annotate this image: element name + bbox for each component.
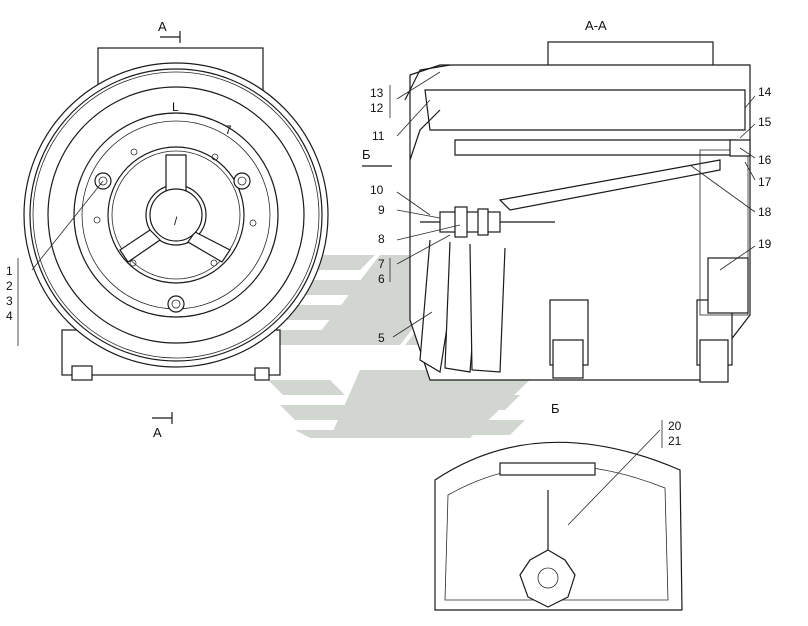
callout-10: 10 [370, 183, 384, 197]
view-b-title: Б [551, 401, 560, 416]
section-bottom-seal [707, 257, 749, 314]
leader-16 [739, 147, 756, 159]
front-flange-outer [73, 112, 279, 318]
leader-17 [744, 161, 756, 181]
callout-15: 15 [758, 115, 772, 129]
section-filter-element [424, 89, 746, 131]
callout-19: 19 [758, 237, 772, 251]
callout-18: 18 [758, 205, 772, 219]
callout-9: 9 [378, 203, 385, 217]
front-hole [129, 259, 137, 267]
leader-5 [392, 311, 433, 338]
view-b-arrow-label: Б [362, 147, 371, 162]
callout-14: 14 [758, 85, 772, 99]
front-bolt-right [233, 172, 251, 190]
front-cover-ring [47, 86, 305, 344]
front-bolt-bottom [167, 295, 185, 313]
callout-7: 7 [378, 257, 385, 271]
front-view [23, 47, 329, 381]
section-mark-a-bottom: А [153, 425, 162, 440]
leader-18 [689, 164, 756, 213]
front-hub-outer [107, 146, 245, 284]
hub-mark: L [172, 100, 179, 114]
front-spoke-right [187, 231, 231, 263]
front-hole [130, 148, 138, 156]
front-spoke-left [119, 229, 161, 263]
front-hole [210, 259, 218, 267]
leader-1-4 [31, 180, 104, 271]
callout-4: 4 [6, 309, 13, 323]
view-b-slot [499, 462, 596, 476]
section-outlet [699, 149, 749, 316]
callout-11: 11 [372, 129, 385, 143]
leader-20-21 [567, 429, 661, 526]
callout-6: 6 [378, 272, 385, 286]
leader-6-7 [396, 234, 451, 265]
section-title: А-А [585, 18, 607, 33]
front-rim-inner-2 [32, 71, 320, 359]
callout-2: 2 [6, 279, 13, 293]
leader-11 [396, 99, 431, 137]
callout-17: 17 [758, 175, 772, 189]
section-inner-tube [454, 139, 736, 156]
leader-15 [739, 123, 756, 139]
callout-1: 1 [6, 264, 13, 278]
hub-mark: 7 [225, 123, 232, 137]
callout-3: 3 [6, 294, 13, 308]
leader-10 [396, 191, 431, 216]
view-b [434, 429, 683, 611]
front-hole [93, 216, 101, 224]
callout-5: 5 [378, 331, 385, 345]
front-foot-left [71, 365, 93, 381]
callout-21: 21 [668, 434, 682, 448]
front-foot-right [254, 367, 270, 381]
callout-20: 20 [668, 419, 682, 433]
leader-12-13 [396, 71, 441, 100]
front-rim-inner-1 [29, 68, 323, 362]
callout-13: 13 [370, 86, 384, 100]
front-center-cap [149, 188, 203, 242]
leader-19 [719, 245, 756, 271]
callout-16: 16 [758, 153, 772, 167]
section-cone [498, 159, 721, 211]
leader-9 [396, 209, 441, 219]
front-hole [211, 153, 219, 161]
front-hole [249, 219, 257, 227]
section-view [392, 41, 756, 383]
callout-12: 12 [370, 101, 384, 115]
callout-8: 8 [378, 232, 385, 246]
view-b-star-cap [519, 549, 576, 608]
view-b-housing [434, 441, 683, 611]
front-hub-inner [111, 150, 241, 280]
leader-8 [396, 224, 461, 241]
hub-mark: / [174, 214, 178, 228]
leader-14 [744, 95, 756, 109]
section-center-bolt [439, 211, 501, 233]
section-mark-a-top: А [158, 19, 167, 34]
